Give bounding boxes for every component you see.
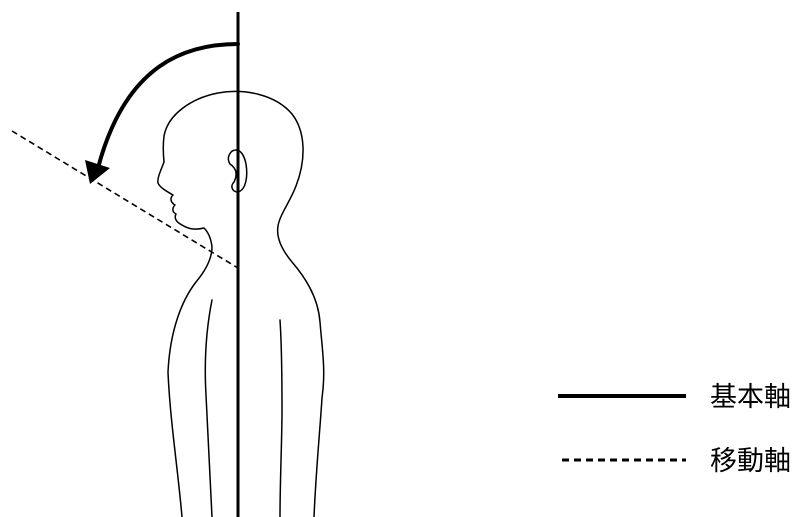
arm-outline-front (205, 300, 212, 517)
curved-arrow-icon (85, 44, 238, 184)
legend-label-moving-axis: 移動軸 (710, 446, 791, 477)
human-silhouette (158, 91, 324, 517)
arm-outline-back (280, 320, 282, 517)
legend: 基本軸 移動軸 (558, 382, 791, 477)
head-outline (158, 91, 324, 517)
moving-axis-line (12, 131, 238, 268)
legend-label-basic-axis: 基本軸 (710, 382, 791, 413)
